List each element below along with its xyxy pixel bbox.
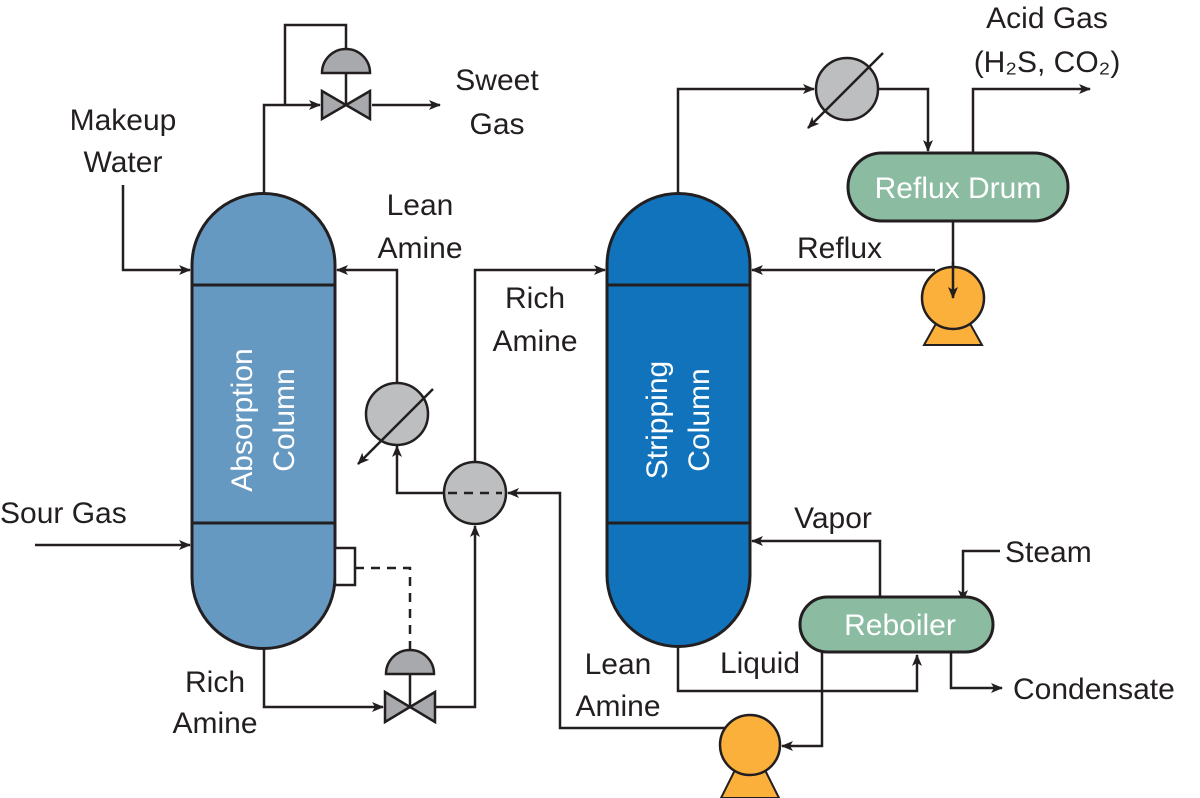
rich-amine-bottom-line: [262, 648, 384, 712]
bottom-control-valve-icon: [383, 648, 437, 725]
stripping-column-label-2: Column: [683, 368, 716, 471]
acid-gas-label-2: (H₂S, CO₂): [974, 46, 1121, 79]
lean-amine-top-label-2: Amine: [377, 232, 462, 265]
reflux-drum-label: Reflux Drum: [875, 172, 1042, 205]
rich-amine-top-label-2: Amine: [492, 325, 577, 358]
lean-amine-return-line: [507, 488, 728, 730]
vapor-line: [751, 536, 882, 603]
absorption-column-label-2: Column: [268, 368, 301, 471]
lean-amine-to-cooler-line: [392, 445, 444, 495]
rich-amine-bottom-label-2: Amine: [172, 707, 257, 740]
lean-amine-top-label-1: Lean: [387, 189, 454, 222]
stripping-column: Stripping Column: [605, 192, 752, 648]
lean-amine-to-absorber-line: [336, 265, 399, 382]
liquid-line: [676, 645, 922, 693]
liquid-label: Liquid: [720, 647, 800, 680]
sweet-gas-label-2: Gas: [469, 108, 524, 141]
condensate-line: [949, 652, 1003, 693]
cross-heat-exchanger-icon: [442, 460, 508, 526]
vapor-label: Vapor: [794, 502, 872, 535]
steam-label: Steam: [1005, 536, 1092, 569]
lean-amine-bottom-label-1: Lean: [585, 648, 652, 681]
sour-gas-label: Sour Gas: [0, 497, 127, 530]
makeup-water-label-2: Water: [84, 146, 163, 179]
lean-amine-cooler-icon: [357, 381, 434, 465]
rich-amine-bottom-label-1: Rich: [185, 666, 245, 699]
rich-amine-to-exchanger-line: [435, 525, 480, 709]
rich-amine-top-label-1: Rich: [505, 282, 565, 315]
absorption-column-label-1: Absorption: [226, 348, 259, 491]
steam-line: [958, 549, 1000, 602]
makeup-water-label-1: Makeup: [70, 104, 177, 137]
stripping-column-label-1: Stripping: [641, 361, 674, 479]
control-signal-line: [355, 566, 412, 650]
rich-amine-to-stripper-line: [473, 265, 606, 462]
reboiler-bottoms-line: [781, 652, 824, 751]
reflux-pump-icon: [920, 262, 986, 346]
sweet-gas-line: [262, 23, 441, 193]
reboiler: Reboiler: [798, 595, 995, 654]
sweet-gas-label-1: Sweet: [455, 64, 539, 97]
makeup-water-line: [121, 185, 191, 275]
reboiler-label: Reboiler: [844, 609, 956, 642]
overhead-vapor-line: [676, 84, 815, 193]
overhead-condenser-icon: [807, 52, 884, 129]
reflux-label: Reflux: [797, 232, 882, 265]
reflux-drum: Reflux Drum: [846, 151, 1070, 223]
top-control-valve-icon: [320, 47, 372, 122]
lean-amine-bottom-label-2: Amine: [575, 690, 660, 723]
condensate-label: Condensate: [1013, 673, 1175, 706]
lean-amine-pump-icon: [718, 713, 782, 798]
level-controller-icon: [333, 546, 357, 587]
acid-gas-label-1: Acid Gas: [986, 2, 1108, 35]
absorption-column: Absorption Column: [190, 192, 337, 650]
condensate-to-drum-line: [878, 87, 933, 152]
acid-gas-line: [971, 84, 1091, 153]
